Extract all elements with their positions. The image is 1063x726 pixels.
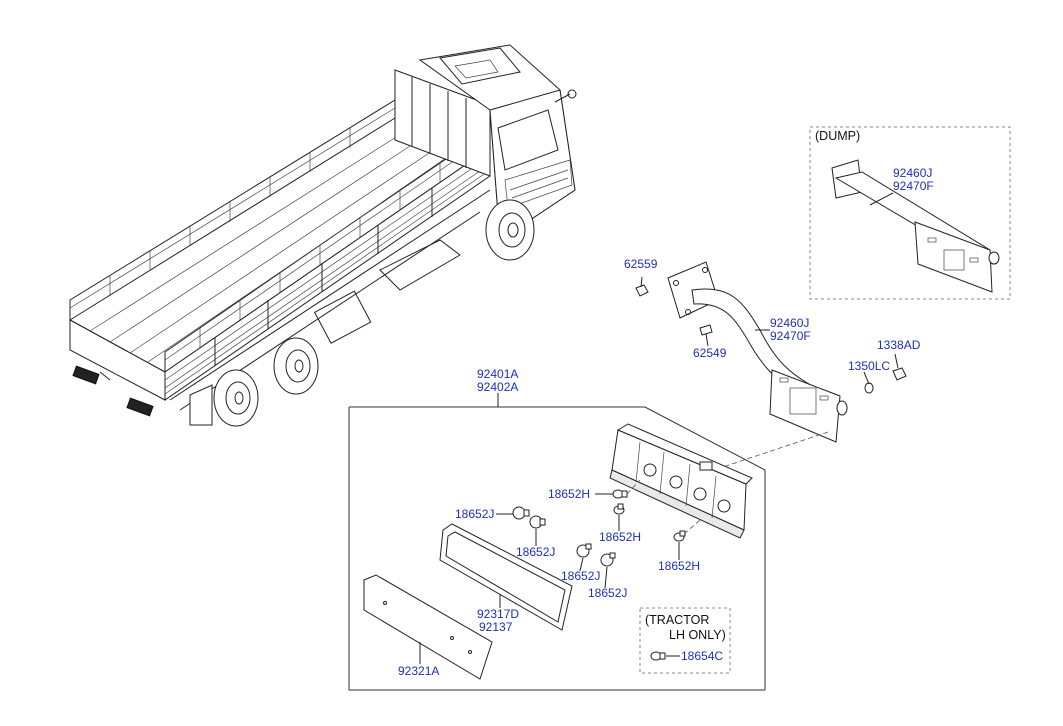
label-18652h-right: 18652H	[658, 559, 700, 573]
rear-wheel-1	[273, 337, 319, 395]
label-18654c: 18654C	[681, 649, 723, 663]
label-assy-code-1: 92401A	[477, 367, 518, 381]
label-assy-code-2: 92402A	[477, 380, 518, 394]
label-lens-code: 92321A	[398, 664, 439, 678]
label-gasket-code-2: 92137	[479, 620, 513, 634]
label-1338ad: 1338AD	[877, 338, 921, 352]
bulb-18652h-right	[673, 530, 686, 542]
mounting-bracket	[667, 261, 848, 443]
truck-rear-lamps	[72, 365, 154, 417]
dump-code-1: 92460J	[893, 166, 932, 180]
bed-floor-planks	[89, 126, 471, 363]
label-18652j-low: 18652J	[561, 569, 600, 583]
lamp-housing	[609, 423, 753, 539]
label-gasket-code-1: 92317D	[477, 607, 519, 621]
mud-flap	[189, 384, 213, 426]
dump-code-2: 92470F	[893, 179, 934, 193]
label-62559: 62559	[624, 257, 658, 271]
dump-inset: (DUMP) 92460J 92470F	[809, 126, 1011, 300]
label-18652j-mid: 18652J	[516, 545, 555, 559]
bulb-18652h-top	[612, 489, 628, 499]
tractor-note-line-2: LH ONLY)	[669, 628, 726, 642]
label-1350lc: 1350LC	[848, 359, 890, 373]
label-bracket-code-1: 92460J	[770, 316, 809, 330]
label-18652j-left: 18652J	[455, 507, 494, 521]
lamp-assembly-box: 92401A 92402A	[348, 367, 766, 691]
bolt-62549	[699, 324, 713, 347]
side-wall-slats	[164, 155, 491, 395]
dump-title: (DUMP)	[815, 129, 860, 143]
label-18652h-top: 18652H	[548, 487, 590, 501]
lens	[363, 574, 493, 680]
label-18652h-mid: 18652H	[599, 530, 641, 544]
nut-1338ad	[892, 367, 907, 381]
bulb-18652j-left	[512, 506, 530, 520]
gasket	[439, 523, 573, 631]
label-62549: 62549	[693, 346, 727, 360]
label-bracket-code-2: 92470F	[770, 329, 811, 343]
tractor-inset: (TRACTOR LH ONLY) 18654C	[639, 607, 731, 674]
front-wheel	[485, 199, 535, 261]
tractor-note-line-1: (TRACTOR	[645, 613, 709, 627]
truck-illustration	[69, 44, 577, 427]
dump-bracket	[831, 159, 1000, 293]
alignment-line	[719, 431, 829, 469]
washer-1350lc	[864, 382, 874, 394]
nut-62559	[635, 276, 649, 297]
bulb-18652j-mid	[529, 515, 546, 529]
bulb-18652h-mid	[613, 503, 625, 515]
bulb-18652j-low	[576, 543, 592, 558]
label-18652j-bottom: 18652J	[588, 586, 627, 600]
rear-wheel-2	[213, 369, 259, 427]
cab-guard	[394, 69, 491, 177]
bulb-18652j-bottom	[600, 552, 616, 567]
